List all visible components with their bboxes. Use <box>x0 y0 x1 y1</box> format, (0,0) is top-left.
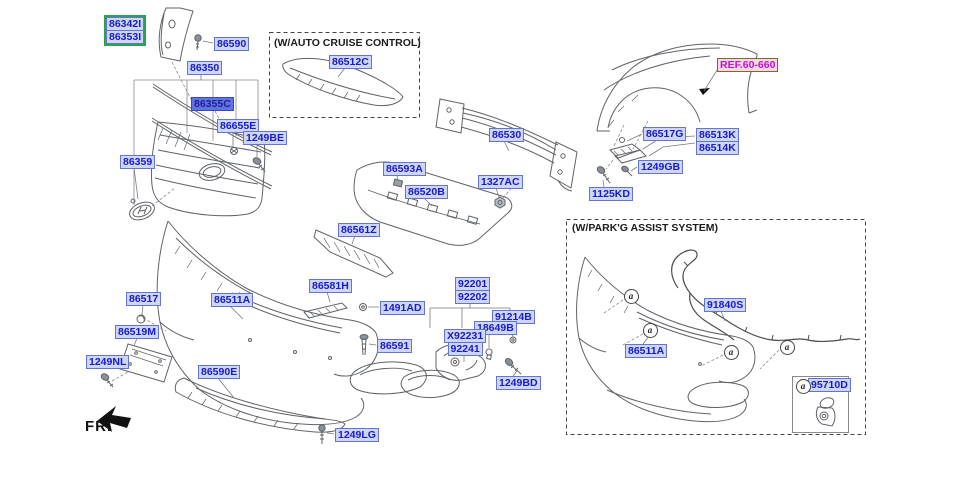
clip-1491ad-drawing <box>359 303 367 311</box>
screw-1249bd-drawing <box>504 358 522 375</box>
part-label-1327AC-9[interactable]: 1327AC <box>478 175 523 189</box>
nut-91214b-drawing <box>509 336 517 344</box>
part-label-86511A-15[interactable]: 86511A <box>211 293 254 307</box>
part-label-86355C-2[interactable]: 86355C <box>191 97 234 111</box>
part-label-86342I[interactable]: 86342I <box>106 17 145 31</box>
part-label-86353I[interactable]: 86353I <box>106 30 145 44</box>
part-label-86590E-19[interactable]: 86590E <box>198 365 241 379</box>
side-bracket-drawing <box>303 302 348 319</box>
fender-apron-bracket-drawing <box>158 7 194 62</box>
part-label-86350-1[interactable]: 86350 <box>187 61 223 75</box>
leader-lines <box>133 40 726 435</box>
callout-marker-a-1: a <box>642 322 658 338</box>
part-label-86514K[interactable]: 86514K <box>696 141 739 155</box>
part-label-86581H-12[interactable]: 86581H <box>309 279 352 293</box>
part-label-X92231[interactable]: X92231 <box>444 329 487 343</box>
lower-grille-strip-drawing <box>313 229 394 278</box>
callout-marker-a-3: a <box>779 339 795 355</box>
part-label-86517-16[interactable]: 86517 <box>126 292 162 306</box>
part-label-92201[interactable]: 92201 <box>455 277 491 291</box>
part-label-REF.60-660-24[interactable]: REF.60-660 <box>717 58 779 72</box>
callout-marker-a-0: a <box>623 288 639 304</box>
hyundai-emblem-drawing <box>129 198 155 221</box>
screw-1249gb-drawing <box>621 165 633 177</box>
lower-lip-drawing <box>174 377 346 433</box>
part-label-86591-14[interactable]: 86591 <box>377 339 413 353</box>
parking-sensor-drawing <box>815 397 836 427</box>
clip-86593a-drawing <box>392 178 404 188</box>
part-label-95710D-30[interactable]: 95710D <box>808 378 851 392</box>
screw-1249be-drawing <box>252 157 266 173</box>
part-label-86520B-10[interactable]: 86520B <box>405 185 448 199</box>
park-bumper-drawing <box>576 256 756 423</box>
fog-lamp-assembly-drawing <box>400 344 486 399</box>
clip-86517-drawing <box>136 314 146 324</box>
callout-marker-a-2: a <box>723 344 739 360</box>
part-label-86561Z-11[interactable]: 86561Z <box>338 223 380 237</box>
part-label-86519M-17[interactable]: 86519M <box>115 325 159 339</box>
side-mounting-brackets-drawing <box>609 137 647 164</box>
dashed-leader-lines <box>111 61 780 382</box>
callout-marker-a-4: a <box>795 378 811 394</box>
bulb-18649b-drawing <box>485 348 493 360</box>
part-label-86590-0[interactable]: 86590 <box>214 37 250 51</box>
part-label-86517G-25[interactable]: 86517G <box>643 127 687 141</box>
bolt-1249lg-drawing <box>318 424 326 444</box>
part-label-92241[interactable]: 92241 <box>447 342 483 356</box>
part-label-92202[interactable]: 92202 <box>455 290 491 304</box>
screw-1249nl-drawing <box>100 373 114 388</box>
part-label-86513K[interactable]: 86513K <box>696 128 739 142</box>
front-bumper-cover-drawing <box>156 220 427 426</box>
fender-panel-drawing <box>596 43 758 132</box>
part-label-1249BE-4[interactable]: 1249BE <box>243 131 287 145</box>
part-label-1249BD-23[interactable]: 1249BD <box>496 376 541 390</box>
part-label-1249LG-20[interactable]: 1249LG <box>335 428 379 442</box>
part-label-1249GB-26[interactable]: 1249GB <box>638 160 684 174</box>
auto-cruise-box <box>269 32 420 118</box>
fr-direction-arrow <box>97 406 131 432</box>
part-label-1125KD-27[interactable]: 1125KD <box>589 187 633 201</box>
part-label-86530-7[interactable]: 86530 <box>489 128 525 142</box>
part-label-86655E-3[interactable]: 86655E <box>217 119 260 133</box>
part-label-86593A-8[interactable]: 86593A <box>383 162 426 176</box>
part-label-86511A-29[interactable]: 86511A <box>625 344 668 358</box>
park-harness-drawing <box>671 249 861 343</box>
part-label-86512C-6[interactable]: 86512C <box>329 55 372 69</box>
part-label-86359-5[interactable]: 86359 <box>120 155 156 169</box>
part-label-1249NL-18[interactable]: 1249NL <box>86 355 130 369</box>
clip-86655e-drawing <box>230 147 238 155</box>
park-assist-box <box>566 219 866 435</box>
nut-1327ac-drawing <box>494 196 506 209</box>
part-label-1491AD-13[interactable]: 1491AD <box>380 301 425 315</box>
bolt-86591-drawing <box>359 334 369 356</box>
bolt-1125kd-drawing <box>596 166 611 184</box>
part-label-91840S-28[interactable]: 91840S <box>704 298 747 312</box>
screw-86590-drawing <box>194 34 202 51</box>
